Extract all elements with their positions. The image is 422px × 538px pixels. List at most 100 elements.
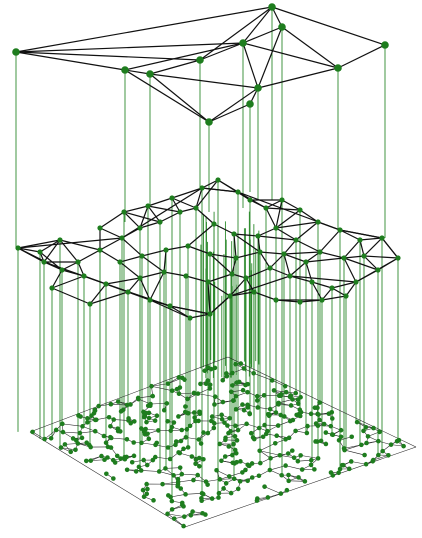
- mid-node: [81, 273, 86, 278]
- mid-node: [125, 289, 130, 294]
- fine-node: [185, 427, 190, 432]
- mid-node: [233, 255, 238, 260]
- fine-node: [178, 465, 183, 470]
- fine-node: [125, 403, 130, 408]
- fine-node: [93, 418, 98, 423]
- fine-node: [287, 436, 292, 441]
- fine-node: [364, 425, 369, 430]
- fine-node: [245, 462, 250, 467]
- fine-node: [181, 524, 186, 529]
- fine-node: [111, 417, 116, 422]
- fine-node: [233, 394, 238, 399]
- mid-node: [169, 195, 174, 200]
- fine-node: [49, 436, 54, 441]
- mid-node: [59, 267, 64, 272]
- fine-node: [282, 414, 287, 419]
- mid-edge: [266, 200, 282, 208]
- fine-node: [234, 380, 239, 385]
- fine-node: [329, 424, 334, 429]
- fine-edge: [168, 514, 185, 517]
- mid-node: [177, 209, 182, 214]
- fine-node: [233, 423, 238, 428]
- fine-node: [251, 371, 256, 376]
- fine-node: [230, 383, 235, 388]
- fine-node: [327, 411, 332, 416]
- mid-edge: [44, 240, 60, 262]
- top-edge: [338, 45, 385, 68]
- fine-node: [163, 466, 168, 471]
- mid-node: [41, 259, 46, 264]
- fine-node: [76, 441, 81, 446]
- fine-node: [349, 434, 354, 439]
- fine-node: [196, 391, 201, 396]
- fine-node: [266, 495, 271, 500]
- mid-edge: [214, 224, 234, 234]
- fine-node: [233, 362, 238, 367]
- fine-node: [130, 460, 135, 465]
- fine-node: [139, 426, 144, 431]
- mid-node: [185, 243, 190, 248]
- fine-node: [244, 422, 249, 427]
- fine-node: [362, 453, 367, 458]
- mid-edge: [142, 250, 166, 256]
- fine-node: [210, 414, 215, 419]
- top-node: [278, 23, 286, 31]
- fine-node: [179, 428, 184, 433]
- mid-edge: [360, 238, 382, 240]
- mid-node: [229, 271, 234, 276]
- fine-node: [153, 418, 158, 423]
- fine-node: [136, 397, 141, 402]
- fine-node: [96, 404, 101, 409]
- fine-node: [233, 434, 238, 439]
- fine-node: [210, 496, 215, 501]
- fine-node: [290, 397, 295, 402]
- fine-node: [162, 408, 167, 413]
- fine-node: [401, 444, 406, 449]
- fine-node: [109, 402, 114, 407]
- fine-node: [157, 469, 162, 474]
- fine-node: [182, 377, 187, 382]
- fine-node: [245, 403, 250, 408]
- mid-edge: [100, 228, 122, 238]
- mid-node: [255, 233, 260, 238]
- mid-edge: [284, 254, 290, 276]
- mid-node: [147, 297, 152, 302]
- fine-node: [88, 458, 93, 463]
- fine-node: [197, 437, 202, 442]
- mid-edge: [344, 256, 364, 258]
- fine-node: [249, 431, 254, 436]
- fine-node: [192, 391, 197, 396]
- fine-node: [268, 468, 273, 473]
- mid-node: [183, 273, 188, 278]
- fine-node: [364, 441, 369, 446]
- fine-node: [257, 448, 262, 453]
- fine-node: [242, 366, 247, 371]
- mid-node: [281, 251, 286, 256]
- fine-edge: [63, 432, 80, 433]
- fine-node: [84, 459, 89, 464]
- fine-node: [141, 458, 146, 463]
- fine-node: [286, 473, 291, 478]
- fine-node: [258, 461, 263, 466]
- fine-node: [156, 428, 161, 433]
- fine-edge: [141, 470, 159, 471]
- fine-node: [305, 424, 310, 429]
- fine-node: [212, 402, 217, 407]
- top-node: [196, 56, 204, 64]
- fine-node: [155, 413, 160, 418]
- fine-node: [147, 416, 152, 421]
- fine-node: [208, 386, 213, 391]
- fine-node: [239, 361, 244, 366]
- fine-node: [85, 416, 90, 421]
- fine-node: [147, 437, 152, 442]
- fine-node: [309, 458, 314, 463]
- fine-node: [116, 429, 121, 434]
- fine-node: [274, 433, 279, 438]
- fine-node: [229, 390, 234, 395]
- fine-node: [336, 471, 341, 476]
- fine-node: [109, 445, 114, 450]
- fine-node: [197, 464, 202, 469]
- fine-node: [276, 401, 281, 406]
- fine-node: [366, 434, 371, 439]
